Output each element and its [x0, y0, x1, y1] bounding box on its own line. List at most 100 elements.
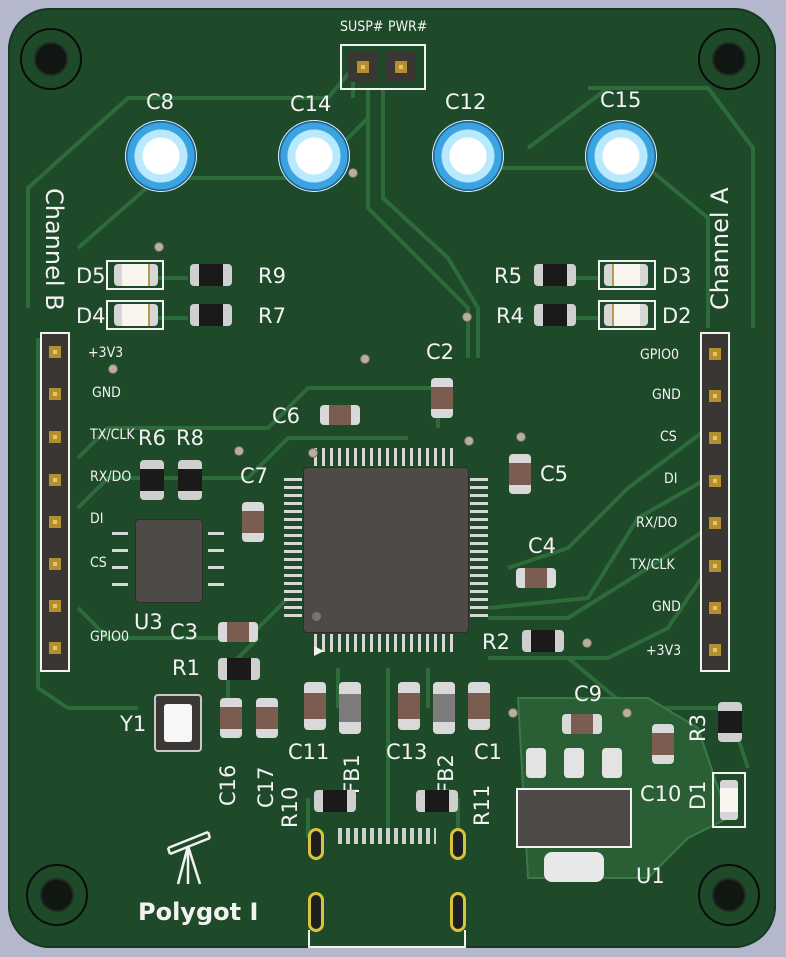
capacitor-c4 — [516, 568, 556, 588]
pin-b-cs: CS — [90, 555, 107, 571]
ref-c9: C9 — [574, 682, 603, 706]
ref-d4: D4 — [76, 304, 106, 328]
ref-y1: Y1 — [120, 712, 147, 736]
pin-b-gpio0: GPIO0 — [90, 629, 129, 645]
ic-u3 — [136, 520, 202, 602]
ref-c10: C10 — [640, 782, 682, 806]
ref-c7: C7 — [240, 464, 269, 488]
pin-a-rx: RX/DO — [636, 515, 678, 531]
resistor-r11 — [416, 790, 458, 812]
pin-a-3v3: +3V3 — [646, 643, 682, 659]
pin-a-tx: TX/CLK — [630, 557, 675, 573]
resistor-r2 — [522, 630, 564, 652]
resistor-r3 — [718, 702, 742, 742]
mounting-hole-top-right — [698, 28, 760, 90]
ref-c4: C4 — [528, 534, 557, 558]
ic-main-qfp — [304, 468, 468, 632]
ref-d1: D1 — [686, 780, 710, 810]
ref-r11: R11 — [470, 784, 494, 826]
capacitor-c10 — [652, 724, 674, 764]
pin-a-di: DI — [664, 471, 678, 487]
resistor-r10 — [314, 790, 356, 812]
capacitor-c15 — [585, 120, 657, 192]
capacitor-c5 — [509, 454, 531, 494]
ic-main-leads — [284, 448, 488, 656]
capacitor-c16 — [220, 698, 242, 738]
mounting-hole-bottom-left — [26, 864, 88, 926]
ref-d2: D2 — [662, 304, 692, 328]
ref-r8: R8 — [176, 426, 204, 450]
mounting-hole-top-left — [20, 28, 82, 90]
ref-r3: R3 — [686, 714, 710, 742]
ref-c14: C14 — [290, 92, 332, 116]
ref-c13: C13 — [386, 740, 428, 764]
resistor-r5 — [534, 264, 576, 286]
channel-b-label: Channel B — [40, 188, 68, 311]
led-d4 — [114, 304, 158, 326]
ref-c12: C12 — [445, 90, 487, 114]
ref-c17: C17 — [254, 766, 278, 808]
ref-c3: C3 — [170, 620, 199, 644]
capacitor-c7 — [242, 502, 264, 542]
header-channel-a — [700, 332, 730, 672]
ref-c1: C1 — [474, 740, 503, 764]
capacitor-c14 — [278, 120, 350, 192]
ref-d3: D3 — [662, 264, 692, 288]
capacitor-c13 — [398, 682, 420, 730]
pin-a-cs: CS — [660, 429, 677, 445]
ref-c15: C15 — [600, 88, 642, 112]
ref-c2: C2 — [426, 340, 455, 364]
ref-u1: U1 — [636, 864, 665, 888]
board-name: Polygot I — [138, 898, 259, 926]
resistor-r1 — [218, 658, 260, 680]
pin-a-gnd: GND — [652, 387, 681, 403]
pcb-board: SUSP# PWR# C8 C14 C12 C15 Channel B Chan… — [8, 8, 776, 948]
pin-a-gnd-2: GND — [652, 599, 681, 615]
crystal-y1 — [154, 694, 202, 752]
pin-b-tx: TX/CLK — [90, 427, 135, 443]
telescope-logo-icon — [166, 830, 212, 885]
capacitor-c11 — [304, 682, 326, 730]
ref-c11: C11 — [288, 740, 330, 764]
pin-b-rx: RX/DO — [90, 469, 132, 485]
resistor-r8 — [178, 460, 202, 500]
capacitor-c3 — [218, 622, 258, 642]
ref-u3: U3 — [134, 610, 163, 634]
resistor-r6 — [140, 460, 164, 500]
capacitor-c12 — [432, 120, 504, 192]
led-d1 — [712, 772, 746, 828]
ref-d5: D5 — [76, 264, 106, 288]
susp-label: SUSP# — [340, 19, 384, 35]
mounting-hole-bottom-right — [698, 864, 760, 926]
ref-fb2: FB2 — [434, 754, 458, 794]
ref-r2: R2 — [482, 630, 510, 654]
ferrite-bead-fb2 — [433, 682, 455, 734]
pin-a-gpio0: GPIO0 — [640, 347, 679, 363]
ref-r9: R9 — [258, 264, 286, 288]
status-header — [340, 44, 426, 90]
ref-r5: R5 — [494, 264, 522, 288]
ref-c16: C16 — [216, 764, 240, 806]
ferrite-bead-fb1 — [339, 682, 361, 734]
led-d2 — [604, 304, 648, 326]
capacitor-c8 — [125, 120, 197, 192]
resistor-r7 — [190, 304, 232, 326]
ref-r6: R6 — [138, 426, 166, 450]
resistor-r4 — [534, 304, 576, 326]
ref-r4: R4 — [496, 304, 524, 328]
capacitor-c6 — [320, 405, 360, 425]
pin-b-3v3: +3V3 — [88, 345, 124, 361]
ref-r1: R1 — [172, 656, 200, 680]
ref-fb1: FB1 — [340, 754, 364, 794]
ref-r7: R7 — [258, 304, 286, 328]
ref-c8: C8 — [146, 90, 175, 114]
capacitor-c17 — [256, 698, 278, 738]
resistor-r9 — [190, 264, 232, 286]
usb-c-connector — [308, 828, 466, 948]
capacitor-c9 — [562, 714, 602, 734]
ref-c6: C6 — [272, 404, 301, 428]
ref-c5: C5 — [540, 462, 569, 486]
pwr-label: PWR# — [388, 19, 428, 35]
ref-r10: R10 — [278, 786, 302, 828]
header-channel-b — [40, 332, 70, 672]
